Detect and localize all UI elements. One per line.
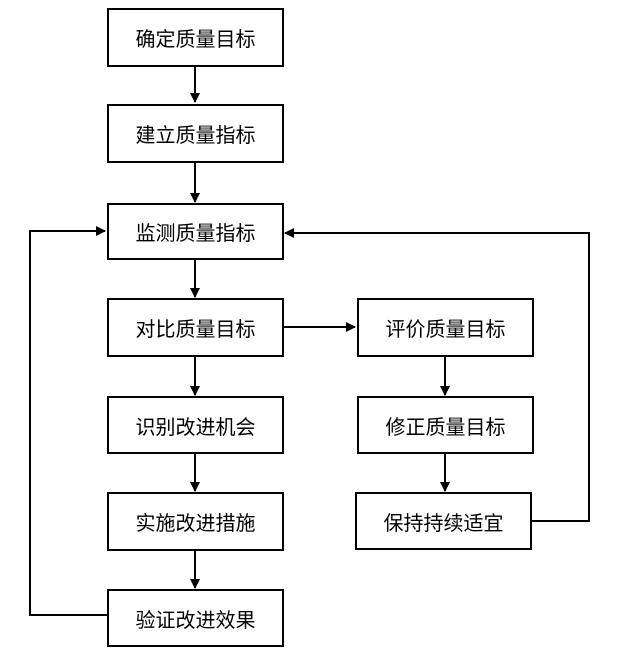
node-implement-improvement-measures: 实施改进措施: [107, 492, 284, 551]
node-revise-quality-goal: 修正质量目标: [357, 396, 534, 454]
node-establish-quality-indicators: 建立质量指标: [107, 104, 284, 163]
node-evaluate-quality-goal: 评价质量目标: [357, 298, 534, 357]
node-determine-quality-goal: 确定质量目标: [107, 8, 284, 67]
node-compare-quality-goal: 对比质量目标: [107, 298, 284, 357]
node-identify-improvement-opportunity: 识别改进机会: [107, 396, 284, 454]
node-verify-improvement-effect: 验证改进效果: [107, 589, 284, 647]
node-maintain-continuous-suitability: 保持持续适宜: [355, 492, 532, 550]
node-monitor-quality-indicators: 监测质量指标: [107, 203, 284, 260]
arrow-n7-n3-loop: [29, 226, 107, 616]
arrow-n10-n3-loop: [284, 228, 590, 522]
